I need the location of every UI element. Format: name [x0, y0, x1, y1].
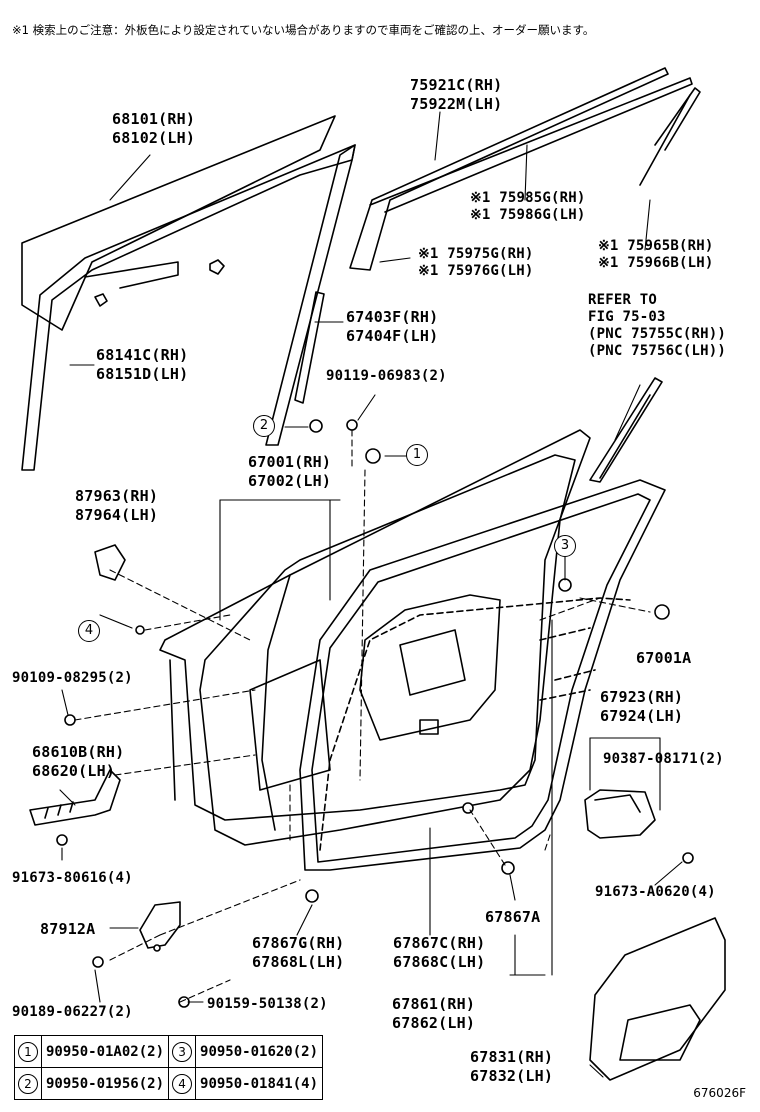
service-hole-cover: [589, 917, 726, 1081]
glass-run-channel: [21, 144, 356, 471]
callout-4: 4: [78, 620, 100, 642]
part-label-striker-cover: 87912A: [40, 920, 96, 938]
part-label-weatherstrip: 67861(RH) 67862(LH): [392, 995, 476, 1032]
belt-moulding: [349, 67, 701, 271]
callout-2: 2: [253, 415, 275, 437]
door-panel-inner: [199, 454, 576, 846]
part-label-clip: 67001A: [636, 649, 692, 667]
figure-code: 676026F: [693, 1086, 746, 1100]
part-label-moulding-note-3: ※1 75965B(RH) ※1 75966B(LH): [598, 238, 714, 271]
legend-number: 4: [172, 1073, 193, 1094]
legend-row: 1 90950-01A02(2) 3 90950-01620(2): [14, 1035, 324, 1068]
dashed-leaders: [74, 429, 651, 1003]
fastener-legend-table: 1 90950-01A02(2) 3 90950-01620(2) 2 9095…: [14, 1035, 324, 1100]
door-weatherstrip: [299, 479, 666, 871]
legend-part: 90950-01620(2): [195, 1035, 324, 1068]
lock-striker-cover: [139, 901, 181, 949]
part-label-screw-2: 90387-08171(2): [603, 751, 724, 767]
part-label-screw-1: 90119-06983(2): [326, 368, 447, 384]
refer-note: REFER TO FIG 75-03 (PNC 75755C(RH)) (PNC…: [588, 292, 727, 359]
part-label-moulding: 75921C(RH) 75922M(LH): [410, 76, 503, 113]
part-label-seal: 67923(RH) 67924(LH): [600, 688, 684, 725]
part-label-door-glass: 68101(RH) 68102(LH): [112, 110, 196, 147]
door-check: [29, 769, 121, 826]
legend-part: 90950-01A02(2): [40, 1035, 170, 1068]
door-opening-trim-seal: [319, 597, 631, 851]
callout-1: 1: [406, 444, 428, 466]
door-glass: [21, 115, 336, 331]
search-note: ※1 検索上のご注意：外板色により設定されていない場合がありますので車両をご確認…: [12, 23, 595, 37]
part-label-bolt-3: 91673-A0620(4): [595, 884, 716, 900]
part-label-moulding-note-1: ※1 75985G(RH) ※1 75986G(LH): [470, 190, 586, 223]
part-label-door-panel: 67001(RH) 67002(LH): [248, 453, 332, 490]
legend-number: 1: [18, 1041, 38, 1062]
sash-trim: [294, 291, 663, 483]
leader-lines: [59, 111, 683, 1078]
legend-number: 2: [18, 1073, 38, 1094]
door-panel-outer: [159, 429, 591, 831]
part-label-bolt-1: 90109-08295(2): [12, 670, 133, 686]
part-label-door-check: 68610B(RH) 68620(LH): [32, 743, 125, 780]
part-label-sash: 67403F(RH) 67404F(LH): [346, 308, 439, 345]
part-label-nut: 90189-06227(2): [12, 1004, 133, 1020]
hinge-cover-bracket: [94, 544, 126, 581]
part-label-clip-4: 67867C(RH) 67868C(LH): [393, 934, 486, 971]
part-label-bolt-2: 91673-80616(4): [12, 870, 133, 886]
legend-part: 90950-01956(2): [40, 1067, 170, 1100]
legend-number: 3: [172, 1041, 193, 1062]
legend-part: 90950-01841(4): [195, 1067, 324, 1100]
part-label-bolt-4: 90159-50138(2): [207, 996, 328, 1012]
legend-row: 2 90950-01956(2) 4 90950-01841(4): [14, 1067, 324, 1100]
lower-trim-bracket: [584, 789, 656, 839]
fasteners: [56, 419, 694, 1008]
part-label-clip-2: 67867A: [485, 908, 541, 926]
part-label-clip-3: 67867G(RH) 67868L(LH): [252, 934, 345, 971]
callout-3: 3: [554, 535, 576, 557]
part-label-moulding-note-2: ※1 75975G(RH) ※1 75976G(LH): [418, 246, 534, 279]
part-label-hinge-cover: 87963(RH) 87964(LH): [75, 487, 159, 524]
part-label-hole-cover: 67831(RH) 67832(LH): [470, 1048, 554, 1085]
part-label-glass-run: 68141C(RH) 68151D(LH): [96, 346, 189, 383]
